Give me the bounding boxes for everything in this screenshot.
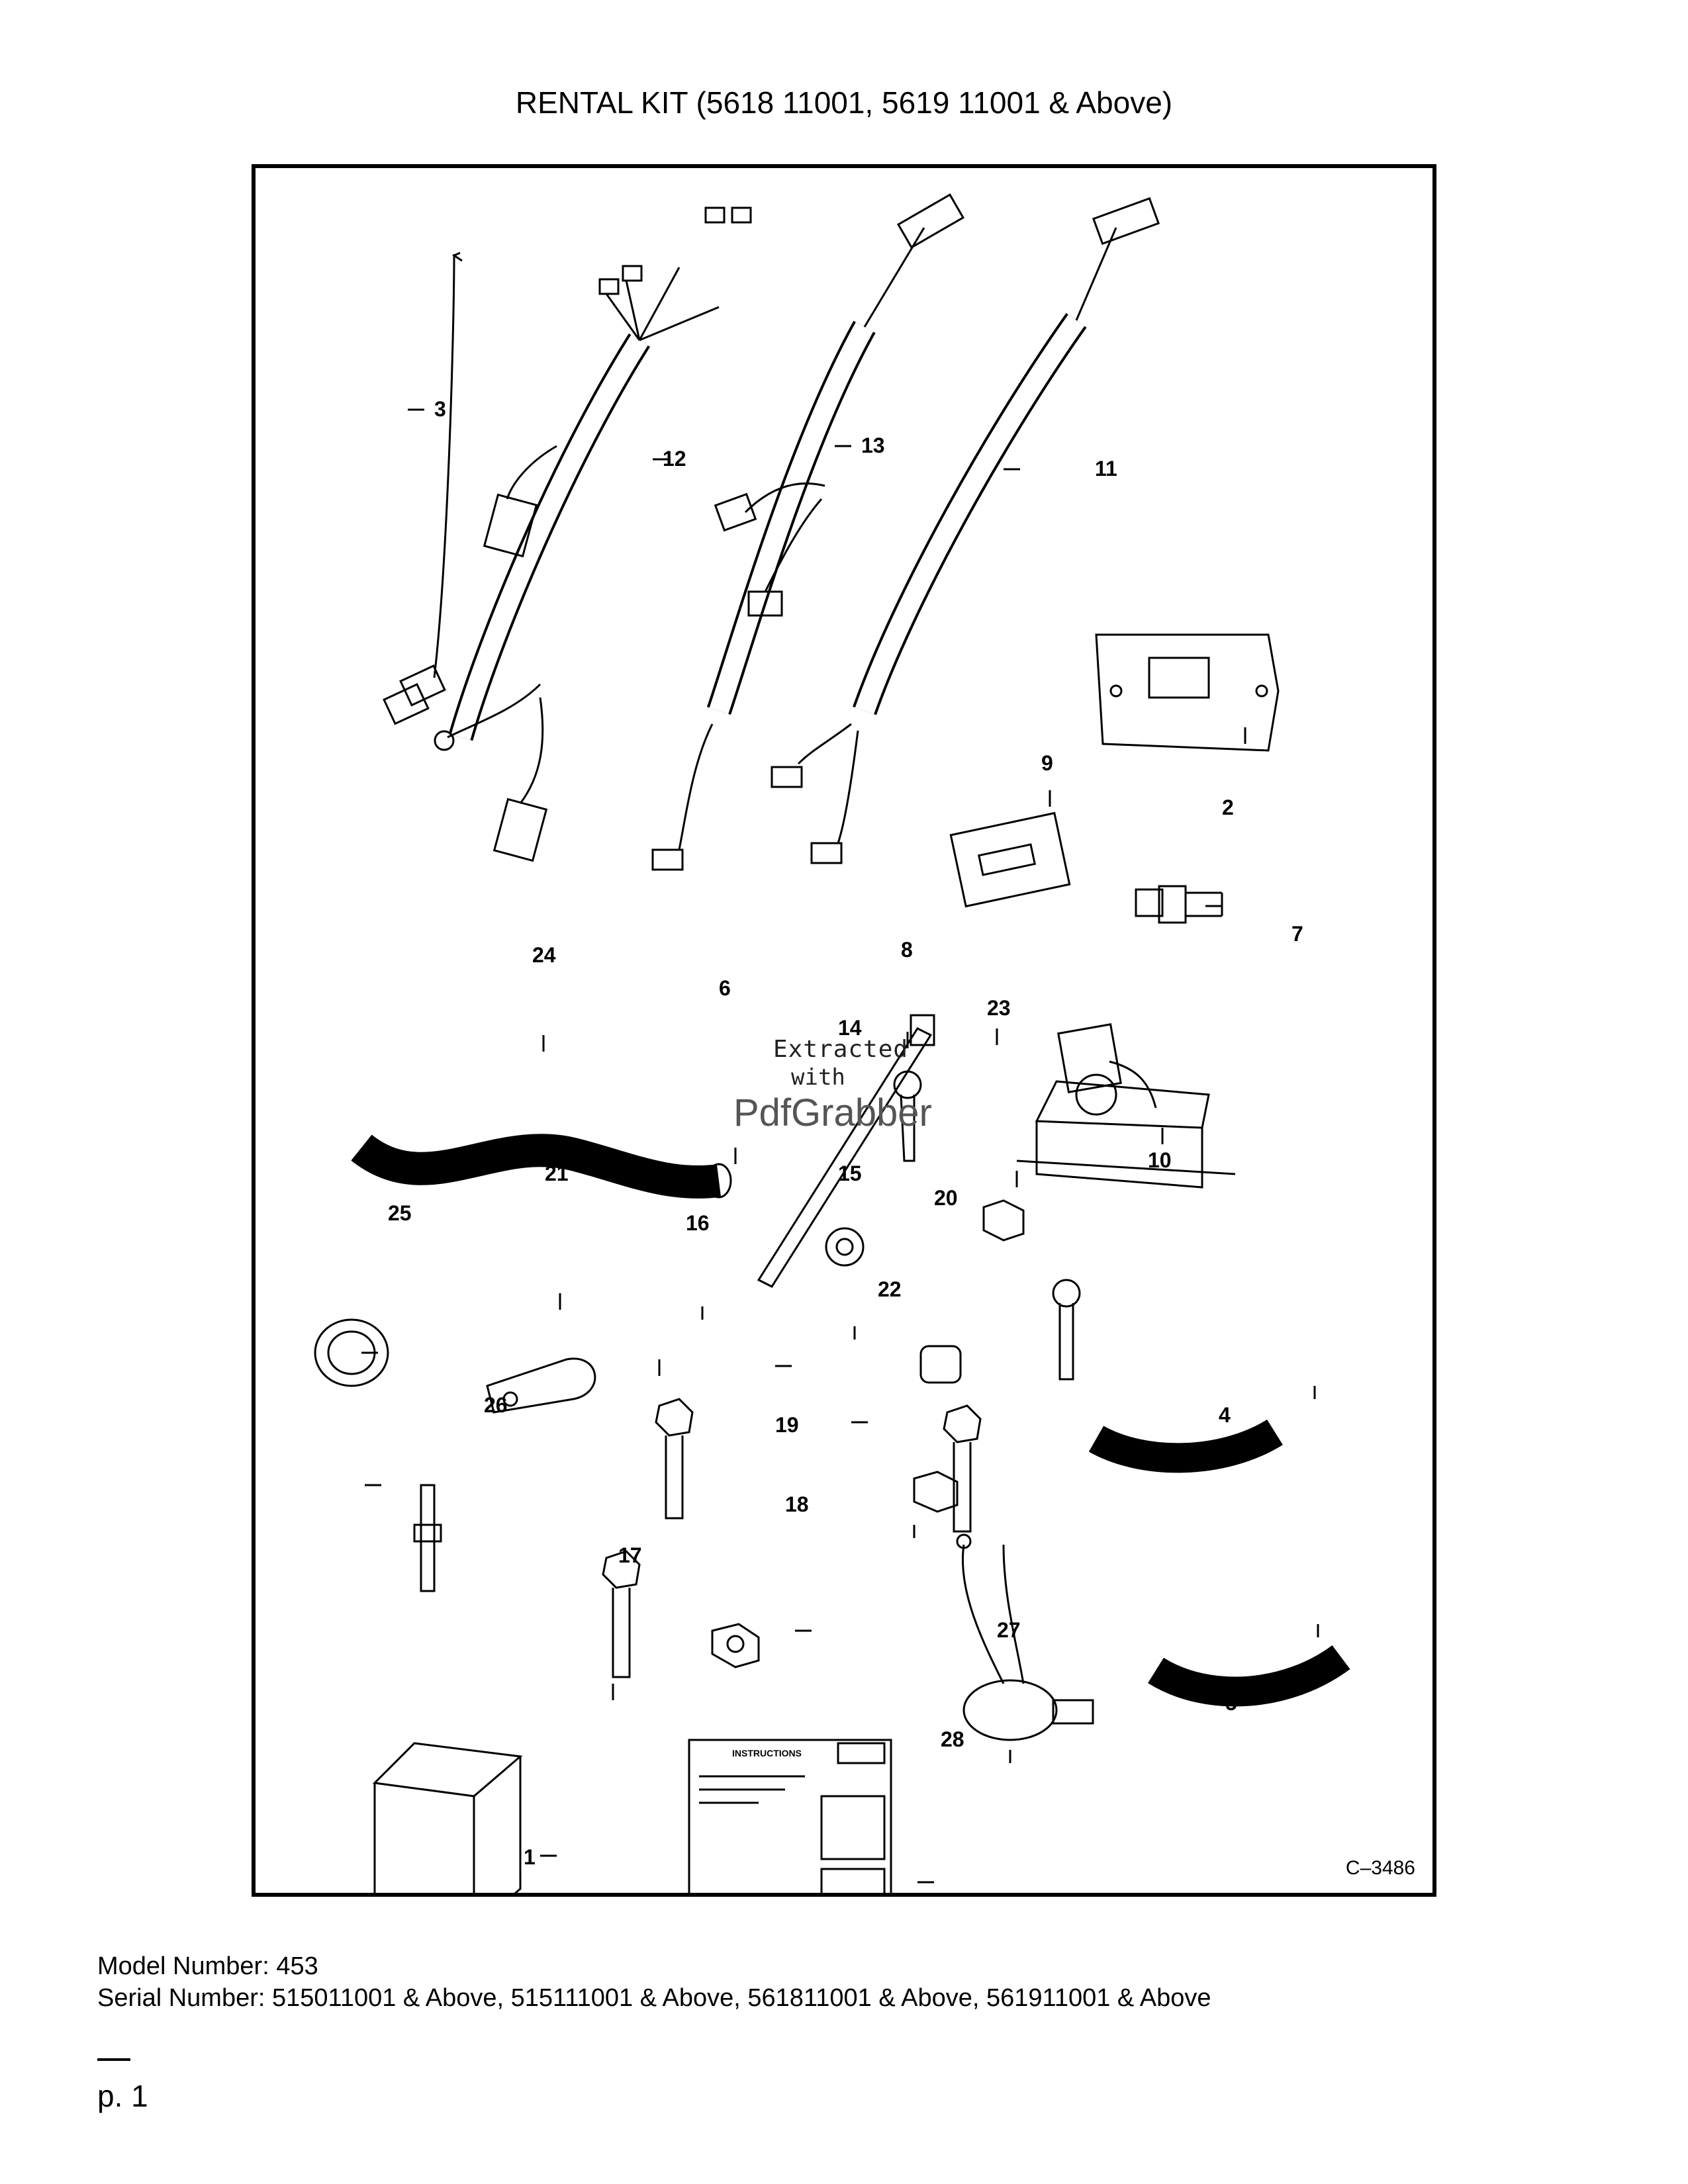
callout-17: 17 bbox=[618, 1543, 642, 1567]
callout-27: 27 bbox=[997, 1618, 1021, 1642]
part-23-nut bbox=[982, 1199, 1025, 1242]
page-rule bbox=[97, 2058, 130, 2061]
part-4-conduit bbox=[1088, 1419, 1283, 1473]
page-number: p. 1 bbox=[97, 2079, 148, 2113]
callout-18: 18 bbox=[785, 1492, 809, 1516]
model-number: Model Number: 453 bbox=[97, 1952, 318, 1980]
part-24-hose bbox=[351, 1134, 732, 1199]
callout-3: 3 bbox=[434, 397, 446, 421]
callout-21: 21 bbox=[545, 1161, 569, 1185]
part-26-fitting bbox=[413, 1484, 442, 1592]
watermark-brand: PdfGrabber bbox=[733, 1091, 932, 1134]
part-6-cabletie bbox=[757, 1014, 935, 1288]
callout-28: 28 bbox=[941, 1727, 964, 1751]
part-10-controlbox bbox=[1016, 1023, 1236, 1189]
callout-11: 11 bbox=[1095, 457, 1117, 480]
callout-2: 2 bbox=[1222, 796, 1234, 819]
callout-19: 19 bbox=[775, 1413, 799, 1437]
callout-26: 26 bbox=[484, 1393, 508, 1417]
part-9-hourmeter bbox=[949, 811, 1071, 908]
callout-4: 4 bbox=[1219, 1403, 1231, 1427]
callout-22: 22 bbox=[878, 1277, 902, 1301]
callout-10: 10 bbox=[1148, 1148, 1172, 1172]
instruction-sheet-heading: INSTRUCTIONS bbox=[732, 1748, 802, 1758]
part-22-bolt bbox=[943, 1404, 982, 1533]
callout-5: 5 bbox=[1225, 1691, 1237, 1715]
parts-diagram: INSTRUCTIONS 1 2 3 4 5 6 7 8 9 10 11 12 … bbox=[314, 193, 1350, 1893]
callout-23: 23 bbox=[987, 996, 1011, 1020]
callout-20: 20 bbox=[934, 1186, 958, 1210]
part-19-nut bbox=[913, 1471, 959, 1513]
part-27-sender bbox=[956, 1533, 1094, 1741]
watermark-line1: Extracted bbox=[773, 1036, 909, 1063]
page-title: RENTAL KIT (5618 11001, 5619 11001 & Abo… bbox=[515, 85, 1173, 120]
part-11-harness bbox=[771, 197, 1160, 864]
part-7-switch bbox=[1135, 885, 1223, 924]
watermark-line2: with bbox=[791, 1064, 845, 1091]
callout-6: 6 bbox=[719, 976, 731, 1000]
part-8-pin bbox=[893, 1070, 922, 1162]
parts-diagram-frame: INSTRUCTIONS 1 2 3 4 5 6 7 8 9 10 11 12 … bbox=[252, 164, 1436, 1897]
part-16-bolt bbox=[655, 1398, 694, 1520]
callout-14: 14 bbox=[838, 1016, 862, 1040]
part-17-bolt bbox=[602, 1550, 641, 1678]
callout-16: 16 bbox=[686, 1211, 710, 1235]
part-3-wire bbox=[383, 251, 463, 725]
callout-1: 1 bbox=[524, 1845, 536, 1869]
callout-7: 7 bbox=[1291, 922, 1303, 946]
part-28-sheet bbox=[688, 1739, 892, 1893]
figure-code: C–3486 bbox=[1345, 1857, 1415, 1879]
part-12-harness bbox=[434, 206, 752, 862]
callout-12: 12 bbox=[663, 447, 686, 471]
callout-24: 24 bbox=[532, 943, 556, 967]
callout-15: 15 bbox=[838, 1161, 862, 1185]
serial-number: Serial Number: 515011001 & Above, 515111… bbox=[97, 1984, 1211, 2012]
part-13-harness bbox=[651, 193, 965, 871]
part-21-pclip bbox=[486, 1357, 596, 1414]
part-2-bracket bbox=[1095, 633, 1280, 752]
callout-9: 9 bbox=[1041, 751, 1053, 775]
callout-13: 13 bbox=[861, 433, 885, 457]
part-18-nut bbox=[711, 1623, 760, 1668]
callout-25: 25 bbox=[388, 1201, 412, 1225]
callout-8: 8 bbox=[901, 938, 913, 962]
part-15-grommet bbox=[919, 1345, 962, 1384]
part-20-screw bbox=[1052, 1279, 1081, 1381]
part-1-box bbox=[372, 1742, 523, 1893]
part-5-conduit bbox=[1148, 1645, 1350, 1707]
part-14-nut bbox=[825, 1227, 865, 1267]
